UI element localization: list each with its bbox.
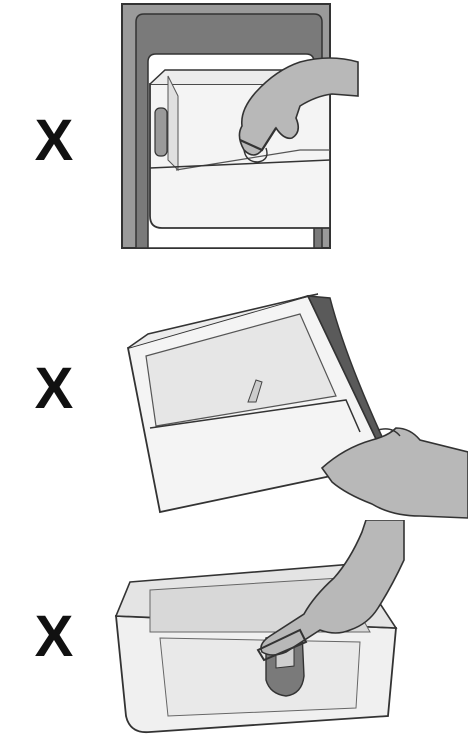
step-panel-3: X bbox=[0, 520, 468, 740]
step-panel-2: X bbox=[0, 250, 468, 520]
fridge-door-bin-illustration bbox=[0, 0, 468, 250]
bin-side-handle bbox=[155, 108, 167, 156]
bin-tab-illustration bbox=[0, 520, 468, 740]
step-panel-1: X bbox=[0, 0, 468, 250]
tilted-bin-illustration bbox=[0, 250, 468, 520]
